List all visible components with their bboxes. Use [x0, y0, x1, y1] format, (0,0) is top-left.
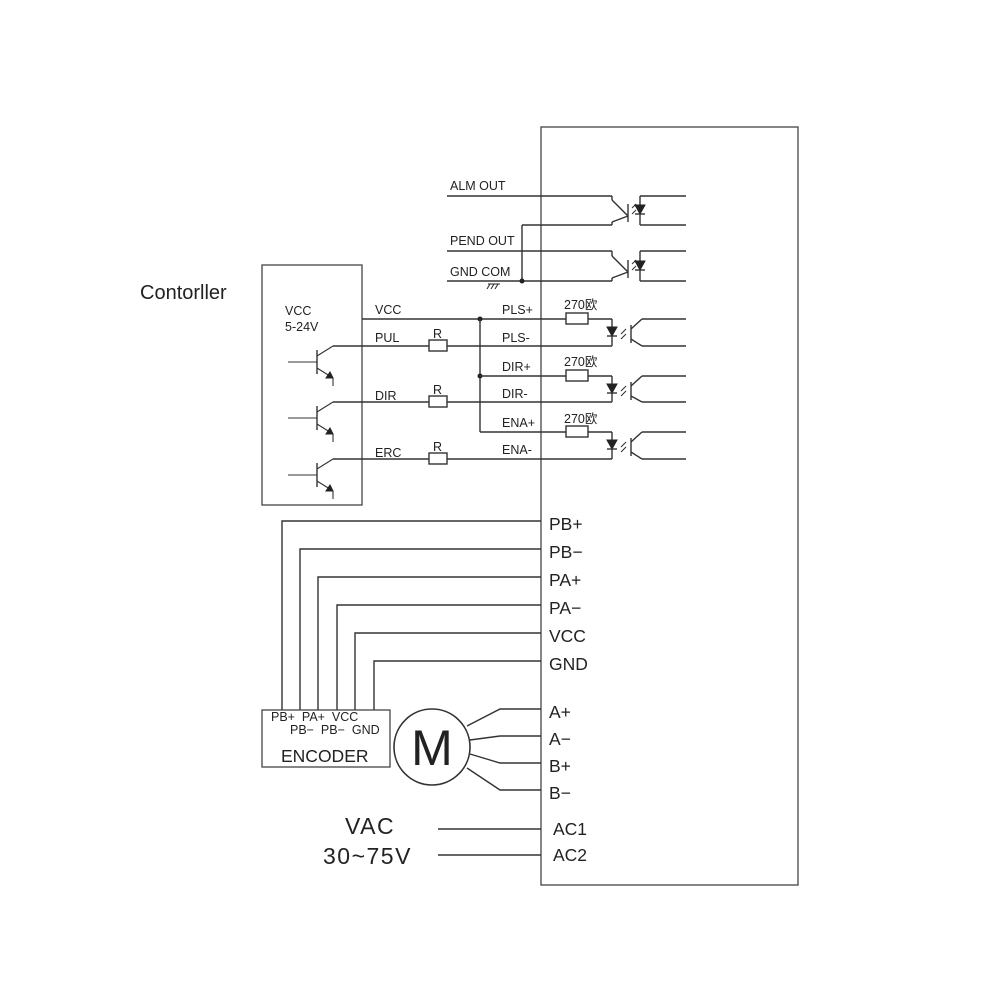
controller-vcc-label: VCC: [285, 304, 311, 318]
input-ena-minus: ENA-: [502, 443, 532, 457]
output-pend-label: PEND OUT: [450, 234, 515, 248]
transistor-dir: [288, 401, 334, 442]
input-dir-minus: DIR-: [502, 387, 528, 401]
terminal-a-minus: A−: [549, 729, 571, 749]
resistor-erc: [428, 452, 448, 465]
resistor-erc-label: R: [433, 440, 442, 454]
encoder-title: ENCODER: [281, 746, 369, 766]
resistor-pul-label: R: [433, 327, 442, 341]
signal-vcc-label: VCC: [375, 303, 401, 317]
power-label-vac: VAC: [345, 813, 395, 839]
input-ena-plus: ENA+: [502, 416, 535, 430]
input-circuit-dir: [541, 369, 686, 403]
encoder-wires: [281, 520, 541, 710]
terminal-pa-minus: PA−: [549, 598, 581, 618]
terminal-pb-minus: PB−: [549, 542, 583, 562]
driver-box: [540, 126, 799, 886]
ground-symbol: [486, 283, 500, 290]
terminal-ac2: AC2: [553, 845, 587, 865]
encoder-pins-top: PB+ PA+ VCC: [271, 710, 358, 724]
optocoupler-alm: [541, 195, 686, 226]
output-alm-label: ALM OUT: [450, 179, 506, 193]
signal-dir-label: DIR: [375, 389, 397, 403]
optocoupler-pend: [541, 250, 686, 282]
controller-box: [261, 264, 363, 506]
input-dir-plus: DIR+: [502, 360, 531, 374]
signal-pul-label: PUL: [375, 331, 399, 345]
terminal-pa-plus: PA+: [549, 570, 581, 590]
encoder-pins-bottom: PB− PB− GND: [290, 723, 380, 737]
resistor-dir: [428, 395, 448, 408]
output-gndcom-label: GND COM: [450, 265, 510, 279]
input-circuit-ena: [541, 425, 686, 460]
signal-erc-label: ERC: [375, 446, 401, 460]
terminal-ac1: AC1: [553, 819, 587, 839]
terminal-gnd: GND: [549, 654, 588, 674]
terminal-b-plus: B+: [549, 756, 571, 776]
terminal-a-plus: A+: [549, 702, 571, 722]
resistor-dir-label: R: [433, 383, 442, 397]
controller-title: Contorller: [140, 282, 227, 304]
terminal-pb-plus: PB+: [549, 514, 583, 534]
motor-wires: [466, 708, 541, 791]
terminal-vcc: VCC: [549, 626, 586, 646]
power-label-voltage: 30~75V: [323, 843, 412, 869]
resistor-270-pls: 270欧: [564, 298, 598, 312]
terminal-b-minus: B−: [549, 783, 571, 803]
resistor-270-ena: 270欧: [564, 412, 598, 426]
input-pls-minus: PLS-: [502, 331, 530, 345]
resistor-pul: [428, 339, 448, 352]
controller-voltage-label: 5-24V: [285, 320, 319, 334]
transistor-pul: [288, 345, 334, 386]
motor-circle: [393, 708, 471, 786]
input-pls-plus: PLS+: [502, 303, 533, 317]
transistor-erc: [288, 458, 334, 499]
encoder-box: [261, 709, 391, 768]
resistor-270-dir: 270欧: [564, 355, 598, 369]
input-circuit-pls: [541, 312, 686, 347]
motor-label: M: [411, 720, 453, 776]
